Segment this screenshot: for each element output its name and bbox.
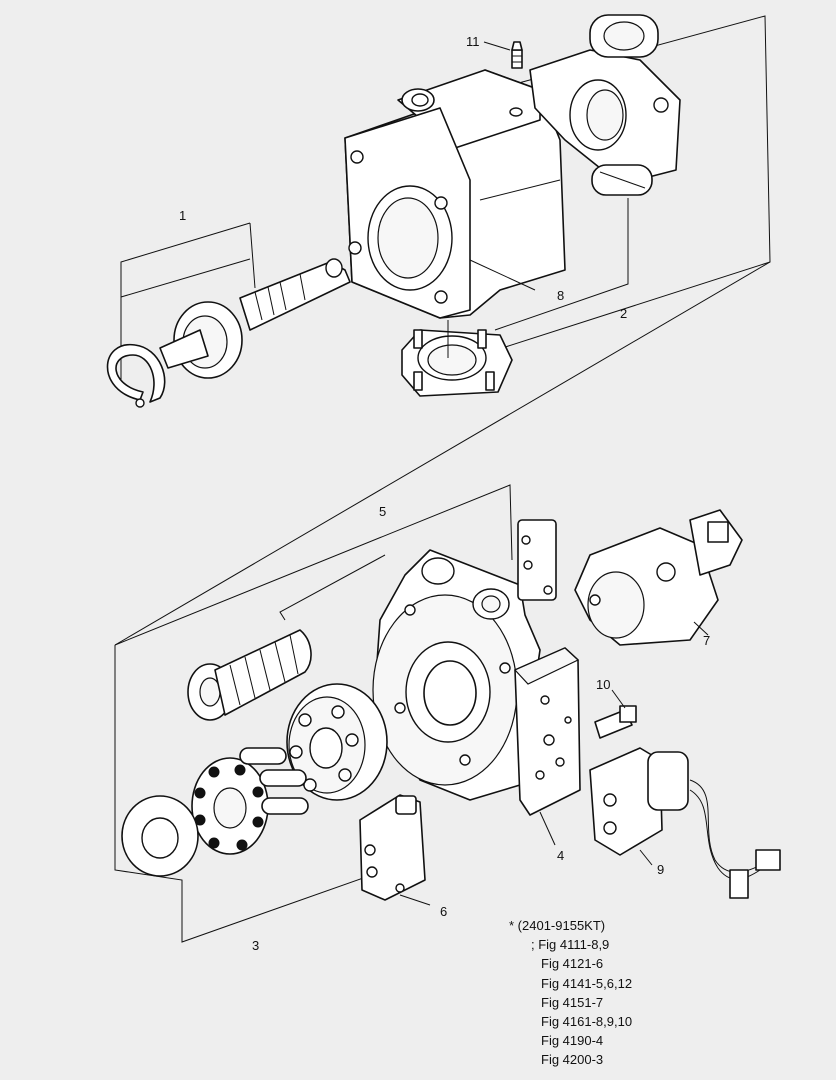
reference-line-3: Fig 4141-5,6,12	[541, 975, 633, 991]
callout-2: 2	[620, 306, 627, 321]
reference-line-1: ; Fig 4111-8,9	[531, 937, 610, 953]
callout-4: 4	[557, 848, 564, 863]
reference-line-5: Fig 4161-8,9,10	[541, 1014, 633, 1030]
regulator-part-7	[574, 509, 743, 646]
callout-1: 1	[179, 208, 186, 223]
callout-6: 6	[440, 904, 447, 919]
solenoid-valve-part-9	[589, 747, 781, 899]
reference-line-6: Fig 4190-4	[541, 1033, 604, 1049]
thrust-washer	[121, 795, 199, 877]
reference-header: * (2401-9155KT)	[509, 918, 606, 933]
callout-5: 5	[379, 504, 386, 519]
reference-line-4: Fig 4151-7	[541, 994, 604, 1010]
seal-plate	[401, 320, 513, 397]
circlip	[106, 344, 166, 408]
callout-7: 7	[703, 633, 710, 648]
figure-reference-list: * (2401-9155KT) ; Fig 4111-8,9 Fig 4121-…	[509, 916, 749, 1070]
solenoid-block-part-6	[359, 794, 431, 906]
callout-11: 11	[466, 34, 480, 49]
reference-line-7: Fig 4200-3	[541, 1052, 604, 1068]
callout-labels: 1 2 3 4 5 6 7 8 9 10 11	[179, 34, 710, 953]
spring	[187, 629, 312, 721]
reference-line-2: Fig 4121-6	[541, 956, 604, 972]
control-block-part-4	[513, 647, 581, 846]
group-lines-middle	[114, 261, 771, 646]
swash-plate-part-2	[529, 14, 681, 196]
callout-8: 8	[557, 288, 564, 303]
end-cap-part-5	[372, 519, 557, 801]
piston-plate	[191, 747, 309, 855]
callout-9: 9	[657, 862, 664, 877]
bleed-screw-part-11	[483, 41, 523, 69]
callout-3: 3	[252, 938, 259, 953]
drive-shaft-part-1	[159, 258, 351, 379]
pump-housing-part-8	[344, 69, 566, 319]
callout-10: 10	[596, 677, 610, 692]
group-lines-bottom	[114, 484, 513, 943]
rotating-group-part-3	[187, 629, 388, 855]
fitting-part-10	[594, 689, 637, 739]
